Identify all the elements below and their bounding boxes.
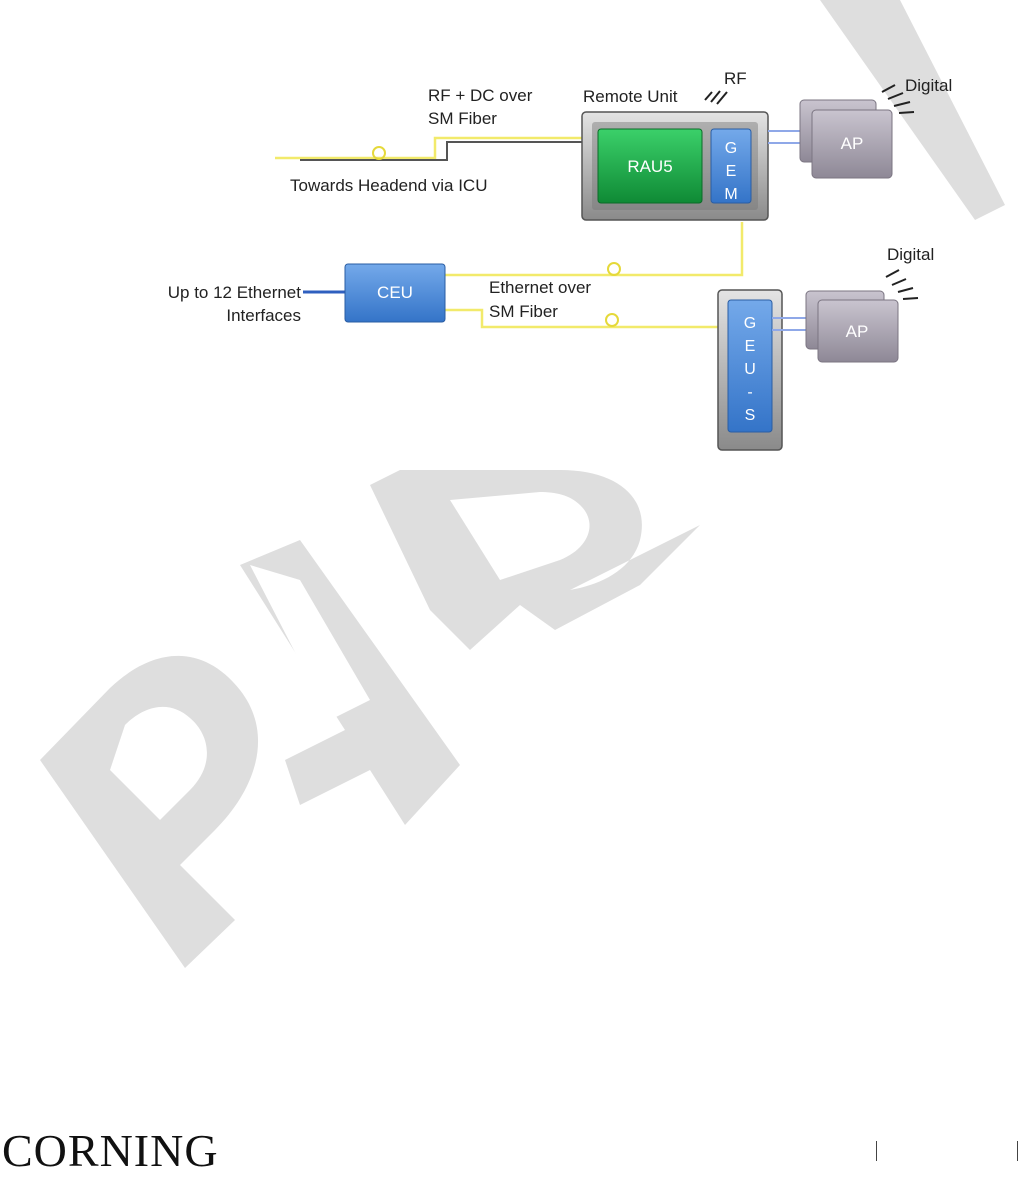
rf-signal-icon xyxy=(705,91,727,104)
digital-signal-icon-2 xyxy=(886,270,918,299)
geus-label-u: U xyxy=(744,361,756,378)
label-ethernet-over: Ethernet over xyxy=(489,278,591,297)
label-digital-1: Digital xyxy=(905,76,952,95)
fiber-coil-2 xyxy=(608,263,620,275)
label-up-to-12: Up to 12 Ethernet xyxy=(168,283,302,302)
geus-unit: G E U - S xyxy=(718,290,782,450)
page-footer: CORNING xyxy=(0,1125,1020,1180)
gem-label-g: G xyxy=(725,140,737,157)
footer-divider-2 xyxy=(1017,1141,1018,1161)
label-digital-2: Digital xyxy=(887,245,934,264)
label-remote-unit: Remote Unit xyxy=(583,87,678,106)
geus-label-dash: - xyxy=(747,384,752,401)
watermark-letter-r xyxy=(370,470,700,650)
gem-label-m: M xyxy=(724,186,737,203)
system-diagram: RAU5 G E M AP CEU G E U - S AP xyxy=(0,0,1020,480)
ap-1-label: AP xyxy=(841,134,864,153)
ceu-unit: CEU xyxy=(345,264,445,322)
geus-label-s: S xyxy=(745,407,756,424)
footer-divider-1 xyxy=(876,1141,877,1161)
geus-label-e: E xyxy=(745,338,756,355)
ceu-to-geus-fiber xyxy=(445,310,725,327)
rau5-label: RAU5 xyxy=(627,157,672,176)
ceu-label: CEU xyxy=(377,283,413,302)
label-towards-headend: Towards Headend via ICU xyxy=(290,176,487,195)
label-sm-fiber-1: SM Fiber xyxy=(428,109,497,128)
watermark-letter-p xyxy=(40,656,258,968)
ap-stack-1: AP xyxy=(800,100,892,178)
ap-stack-2: AP xyxy=(806,291,898,362)
remote-to-ceu-fiber xyxy=(445,222,742,275)
ap-2-label: AP xyxy=(846,322,869,341)
label-sm-fiber-2: SM Fiber xyxy=(489,302,558,321)
fiber-coil-3 xyxy=(606,314,618,326)
geus-label-g: G xyxy=(744,315,756,332)
gem-label-e: E xyxy=(726,163,737,180)
label-rf: RF xyxy=(724,69,747,88)
label-interfaces: Interfaces xyxy=(226,306,301,325)
remote-unit: RAU5 G E M xyxy=(582,112,768,220)
label-rf-dc-over: RF + DC over xyxy=(428,86,533,105)
corning-logo: CORNING xyxy=(2,1128,219,1174)
